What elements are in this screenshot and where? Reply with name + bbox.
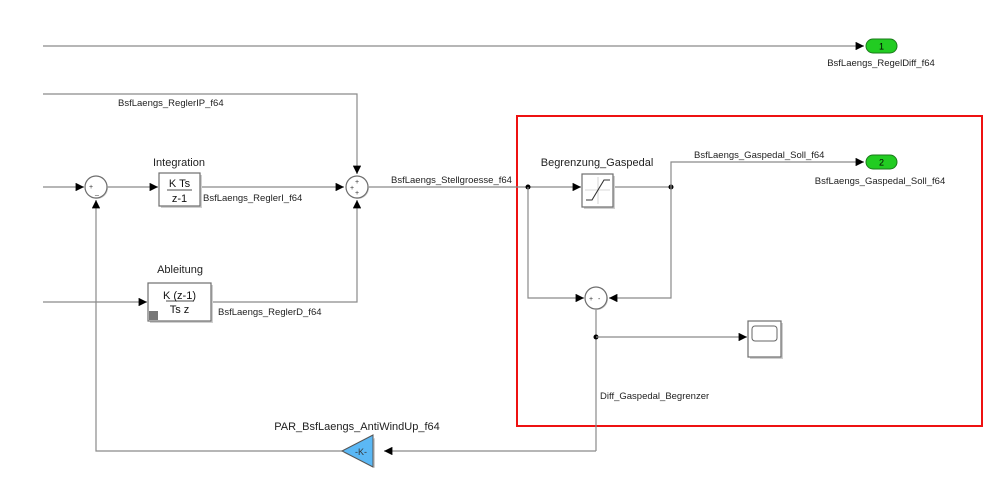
sum-block-1[interactable]: + _ [84, 175, 108, 199]
svg-text:+: + [355, 179, 359, 186]
svg-text:+: + [589, 296, 593, 303]
ableitung-numerator: K (z-1) [163, 290, 196, 302]
signal-line-regler-d[interactable] [211, 200, 362, 303]
antiwindup-gain-block[interactable]: PAR_BsfLaengs_AntiWindUp_f64 -K- [274, 421, 440, 468]
ableitung-denominator: Ts z [170, 304, 190, 316]
signal-line-saturation-to-sum3[interactable] [609, 187, 672, 303]
sum-block-2[interactable]: + + + [345, 175, 369, 199]
signal-label-gaspedal-soll: BsfLaengs_Gaspedal_Soll_f64 [694, 150, 824, 161]
signal-line-gaspedal-soll[interactable] [670, 157, 864, 187]
signal-line-antiwindup-feedback[interactable] [91, 200, 342, 452]
gain-title: PAR_BsfLaengs_AntiWindUp_f64 [274, 421, 440, 433]
signal-label-regler-d: BsfLaengs_ReglerD_f64 [218, 307, 322, 318]
svg-text:1: 1 [879, 42, 884, 52]
integration-denominator: z-1 [172, 193, 187, 205]
signal-label-regler-i: BsfLaengs_ReglerI_f64 [203, 193, 302, 204]
svg-text:+: + [89, 184, 93, 191]
ableitung-title: Ableitung [157, 264, 203, 276]
saturation-block[interactable]: Begrenzung_Gaspedal [541, 157, 654, 209]
mask-icon [149, 311, 158, 320]
svg-text:_: _ [94, 189, 99, 196]
gain-value: -K- [355, 447, 367, 457]
saturation-icon [586, 179, 610, 201]
scope-block[interactable] [747, 320, 783, 359]
ableitung-block[interactable]: Ableitung K (z-1) Ts z [147, 264, 213, 323]
signal-line-stellgroesse-to-sum3[interactable] [527, 187, 584, 303]
integration-numerator: K Ts [169, 178, 191, 190]
scope-screen-icon [751, 325, 778, 342]
highlight-box [516, 115, 983, 427]
sum-block-3[interactable]: + - [584, 286, 608, 310]
saturation-title: Begrenzung_Gaspedal [541, 157, 654, 169]
outport-1[interactable]: 1 BsfLaengs_RegelDiff_f64 [827, 38, 935, 69]
outport-1-label: BsfLaengs_RegelDiff_f64 [827, 58, 935, 69]
svg-text:2: 2 [879, 158, 884, 168]
outport-2-label: BsfLaengs_Gaspedal_Soll_f64 [815, 176, 945, 187]
signal-label-stellgroesse: BsfLaengs_Stellgroesse_f64 [391, 175, 512, 186]
outport-2[interactable]: 2 BsfLaengs_Gaspedal_Soll_f64 [815, 154, 945, 187]
svg-text:+: + [350, 185, 354, 192]
signal-label-regler-ip: BsfLaengs_ReglerIP_f64 [118, 98, 224, 109]
signal-line-regler-ip[interactable] [43, 93, 362, 174]
signal-label-diff-begrenzer: Diff_Gaspedal_Begrenzer [600, 391, 709, 402]
svg-text:+: + [355, 190, 359, 197]
svg-text:-: - [598, 296, 601, 303]
integration-title: Integration [153, 157, 205, 169]
integration-block[interactable]: Integration K Ts z-1 [153, 157, 205, 208]
